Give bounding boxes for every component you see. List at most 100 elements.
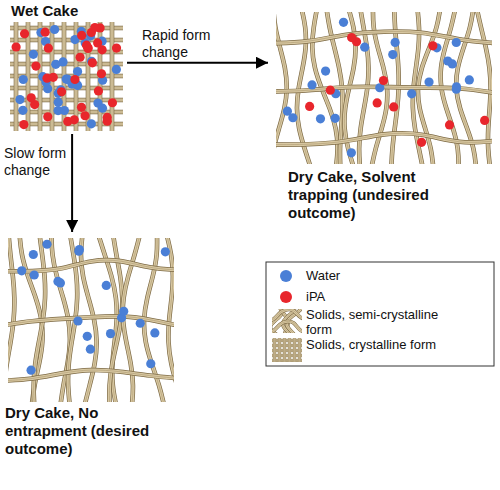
legend-swatch (280, 270, 292, 282)
fiber-edge (14, 22, 19, 131)
water-molecule (87, 119, 96, 128)
fiber-strand (284, 338, 285, 362)
ipa-molecule (80, 111, 89, 120)
water-molecule (307, 80, 316, 89)
water-molecule (86, 345, 95, 354)
water-molecule (136, 319, 145, 328)
water-molecule (452, 38, 461, 47)
ipa-molecule (445, 120, 454, 129)
water-molecule (102, 281, 111, 290)
cake-panel: Dry Cake, No entrapment (desired outcome… (3, 232, 175, 474)
water-molecule (347, 148, 356, 157)
fiber-body (272, 354, 302, 356)
water-molecule (56, 278, 65, 287)
water-molecule (29, 250, 38, 259)
water-molecule (339, 18, 348, 27)
water-molecule (98, 104, 107, 113)
ipa-molecule (94, 86, 103, 95)
water-molecule (54, 98, 63, 107)
fiber-body (26, 22, 29, 131)
fiber-strand (28, 22, 29, 131)
fiber-strand (294, 338, 295, 362)
water-molecule (283, 107, 292, 116)
ipa-molecule (57, 87, 66, 96)
ipa-molecule (93, 38, 102, 47)
semi-crystalline-cake (276, 12, 492, 164)
ipa-molecule (389, 102, 398, 111)
ipa-molecule (20, 29, 29, 38)
fiber-body (272, 339, 302, 341)
fiber-edge (278, 338, 281, 362)
ipa-molecule (77, 31, 86, 40)
water-molecule (73, 67, 82, 76)
fiber-body (272, 359, 302, 361)
water-molecule (321, 66, 330, 75)
fiber-body (278, 338, 280, 362)
water-molecule (424, 77, 433, 86)
legend-label: Water (306, 268, 456, 283)
fiber-body (272, 344, 302, 346)
water-molecule (331, 114, 340, 123)
fiber-body (8, 238, 14, 402)
ipa-molecule (97, 69, 106, 78)
water-molecule (17, 266, 26, 275)
fiber-strand (274, 338, 275, 362)
panel-caption: Dry Cake, No entrapment (desired outcome… (5, 404, 150, 458)
fiber-edge (8, 260, 174, 271)
fiber-strand (289, 338, 290, 362)
ipa-molecule (108, 98, 117, 107)
fiber-edge (272, 354, 302, 357)
ipa-molecule (417, 138, 426, 147)
fiber-edge (276, 12, 287, 164)
fiber-strand (272, 345, 302, 346)
ipa-molecule (480, 116, 489, 125)
semi-crystalline-cake (8, 238, 174, 402)
water-molecule (407, 89, 416, 98)
water-molecule (74, 247, 83, 256)
fiber-strand (272, 355, 302, 356)
fiber-edge (276, 133, 492, 144)
ipa-molecule (27, 93, 36, 102)
fiber-body (293, 338, 295, 362)
ipa-molecule (373, 98, 382, 107)
cake-panel: Dry Cake, Solvent trapping (undesired ou… (268, 8, 494, 226)
fiber-strand (276, 12, 287, 164)
fiber-edge (272, 349, 302, 352)
ipa-molecule (112, 43, 121, 52)
water-molecule (15, 95, 24, 104)
fiber-strand (8, 238, 14, 402)
fiber-strand (8, 260, 174, 271)
water-molecule (53, 106, 62, 115)
legend-frame (266, 262, 494, 366)
water-molecule (29, 50, 38, 59)
water-molecule (18, 106, 27, 115)
water-molecule (161, 247, 170, 256)
fiber-body (8, 316, 174, 326)
crystalline-cake (10, 22, 123, 131)
water-molecule (388, 50, 397, 59)
fiber-body (272, 349, 302, 351)
semi-crystalline-swatch (272, 309, 302, 333)
fiber-strand (276, 133, 492, 144)
water-molecule (83, 332, 92, 341)
fiber-edge (293, 338, 296, 362)
fiber-edge (272, 344, 302, 347)
fiber-strand (272, 340, 302, 341)
fiber-strand (16, 22, 17, 131)
fiber-strand (272, 321, 302, 332)
fiber-body (298, 338, 300, 362)
panel-caption: Wet Cake (11, 2, 123, 20)
legend-swatch (280, 291, 292, 303)
fiber-edge (8, 238, 14, 402)
ipa-molecule (428, 41, 437, 50)
fiber-strand (112, 22, 113, 131)
fiber-body (110, 22, 113, 131)
ipa-molecule (305, 102, 314, 111)
cake-panel: Wet Cake (5, 2, 127, 134)
ipa-molecule (347, 33, 356, 42)
water-molecule (465, 75, 474, 84)
water-molecule (391, 38, 400, 47)
water-molecule (150, 328, 159, 337)
ipa-molecule (70, 115, 79, 124)
